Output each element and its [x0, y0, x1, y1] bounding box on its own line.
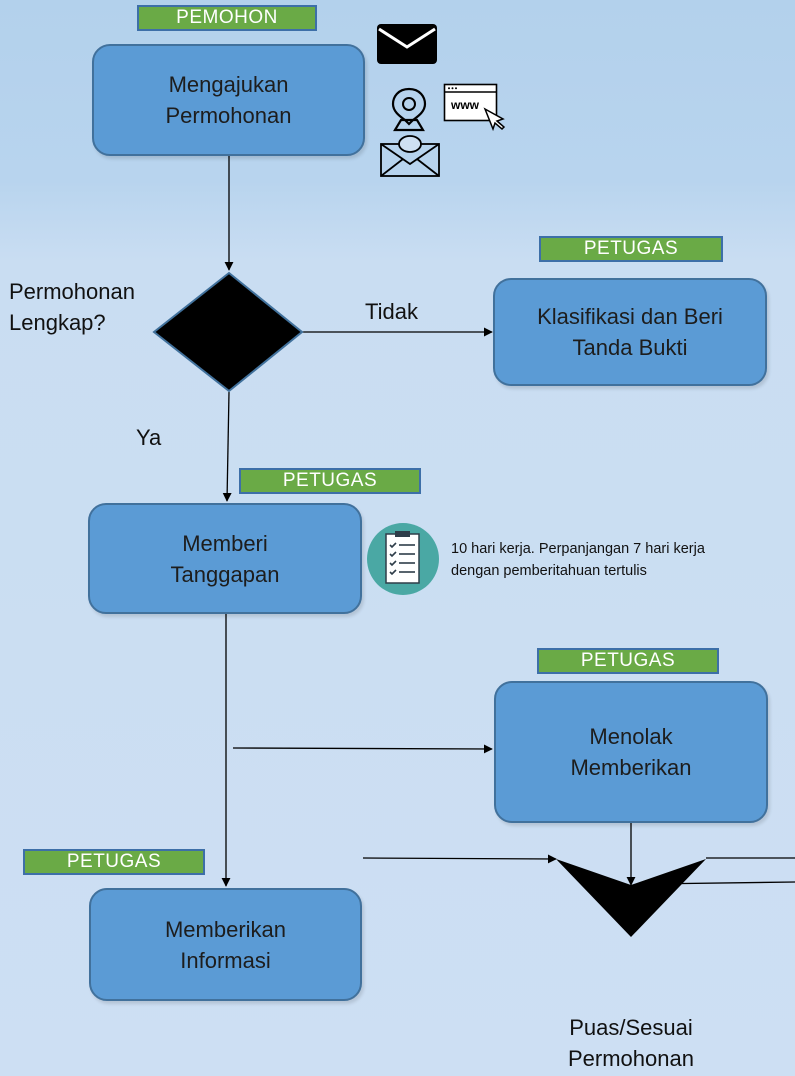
decision-puas-label: Puas/Sesuai Permohonan	[556, 1012, 706, 1074]
node-klasifikasi-line2: Tanda Bukti	[572, 335, 688, 360]
node-tanggapan-line1: Memberi	[182, 530, 268, 556]
node-mengajukan-line1: Mengajukan	[168, 72, 289, 97]
browser-www-icon: www	[443, 83, 506, 132]
tag-petugas-informasi: PETUGAS	[23, 849, 205, 875]
checklist-icon	[367, 523, 439, 595]
edge-ya	[222, 391, 232, 502]
decision-lengkap-line2: Lengkap?	[9, 310, 106, 335]
envelope-icon	[377, 24, 437, 64]
tag-petugas-tanggapan: PETUGAS	[239, 468, 421, 494]
sla-note-line2: dengan pemberitahuan tertulis	[451, 563, 647, 579]
node-tanggapan-line2: Tanggapan	[170, 561, 280, 587]
tag-pemohon: PEMOHON	[137, 5, 317, 31]
node-mengajukan-permohonan: Mengajukan Permohonan	[92, 44, 365, 156]
decision-lengkap-diamond	[152, 271, 304, 393]
decision-puas-line2: Permohonan	[568, 1046, 694, 1071]
edge-label-ya: Ya	[136, 425, 162, 450]
edge-label-tidak: Tidak	[365, 299, 418, 324]
node-menolak-line1: Menolak	[589, 724, 673, 749]
node-informasi-line1: Memberikan	[164, 916, 287, 942]
node-memberikan-informasi: Memberikan Informasi	[89, 888, 362, 1001]
open-envelope-icon	[380, 135, 440, 177]
decision-lengkap-label: Permohonan Lengkap?	[9, 276, 135, 338]
node-informasi-line2: Informasi	[180, 947, 271, 973]
decision-lengkap-line1: Permohonan	[9, 279, 135, 304]
edge-to-menolak	[232, 744, 493, 754]
tag-petugas-klasifikasi: PETUGAS	[539, 236, 723, 262]
node-menolak-memberikan: Menolak Memberikan	[494, 681, 768, 823]
decision-puas-line1: Puas/Sesuai	[569, 1015, 693, 1040]
node-menolak-line2: Memberikan	[570, 755, 692, 780]
edge-informasi-to-puas	[362, 854, 557, 864]
browser-www-text: www	[450, 98, 480, 112]
node-memberi-tanggapan: Memberi Tanggapan	[88, 503, 362, 614]
tag-petugas-menolak: PETUGAS	[537, 648, 719, 674]
sla-note: 10 hari kerja. Perpanjangan 7 hari kerja…	[451, 538, 705, 582]
person-pin-icon	[391, 87, 427, 132]
node-klasifikasi-line1: Klasifikasi dan Beri	[537, 304, 723, 329]
sla-note-line1: 10 hari kerja. Perpanjangan 7 hari kerja	[451, 541, 705, 557]
node-mengajukan-line2: Permohonan	[165, 103, 292, 128]
node-klasifikasi: Klasifikasi dan Beri Tanda Bukti	[493, 278, 767, 386]
decision-puas-diamond	[556, 859, 706, 937]
